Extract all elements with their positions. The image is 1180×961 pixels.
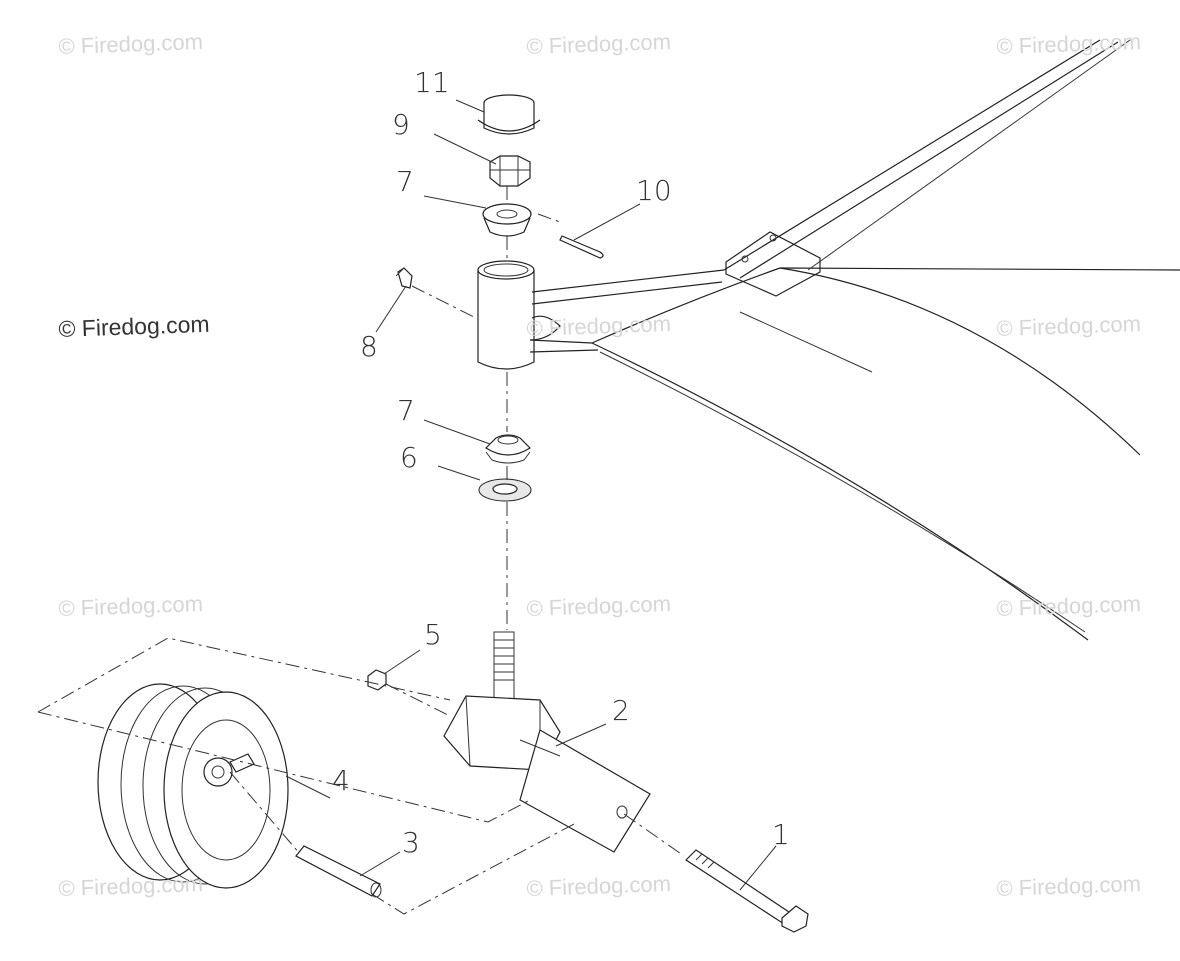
callout-3: 3: [402, 826, 420, 859]
part-8-grease-fitting: [395, 267, 413, 289]
callout-7-lower: 7: [397, 394, 415, 427]
part-11-dust-cap: [477, 94, 541, 135]
part-4-wheel: [97, 683, 289, 889]
callout-5: 5: [424, 618, 442, 651]
part-2-caster-yoke: [443, 631, 651, 853]
part-9-castle-nut: [489, 155, 531, 187]
callout-10: 10: [636, 174, 672, 207]
callout-9: 9: [392, 108, 410, 141]
leader-lines: [285, 99, 777, 891]
part-7-upper-bearing: [482, 203, 532, 237]
part-5-nut: [367, 669, 387, 691]
callout-1: 1: [772, 818, 790, 851]
assembly-lines: [37, 186, 685, 915]
mower-deck: [591, 267, 1180, 641]
callout-11: 11: [414, 66, 450, 99]
callout-2: 2: [612, 694, 630, 727]
callout-6: 6: [400, 441, 418, 474]
callout-8: 8: [360, 330, 378, 363]
frame-arm: [723, 39, 1131, 297]
callout-7-upper: 7: [396, 165, 414, 198]
callout-4: 4: [332, 764, 350, 797]
part-10-cotter-pin: [559, 235, 604, 259]
part-1-bolt: [685, 849, 809, 933]
part-7-lower-bearing: [485, 434, 531, 464]
spindle-housing: [477, 260, 725, 370]
part-6-washer: [478, 478, 532, 502]
